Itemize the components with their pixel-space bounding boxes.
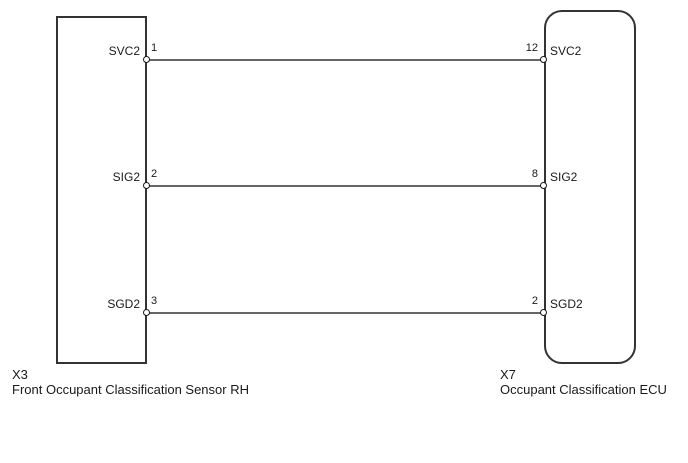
right-connector-caption: X7 Occupant Classification ECU	[500, 367, 667, 397]
left-connector-caption: X3 Front Occupant Classification Sensor …	[12, 367, 249, 397]
right-pin-signal-label: SIG2	[550, 170, 578, 184]
left-pin-terminal-dot	[143, 56, 150, 63]
right-pin-number: 12	[525, 42, 538, 54]
right-pin-number: 8	[531, 168, 538, 180]
left-pin-signal-label: SIG2	[112, 170, 140, 184]
right-pin-signal-label: SVC2	[550, 44, 582, 58]
left-connector-id: X3	[12, 367, 28, 382]
left-pin-terminal-dot	[143, 182, 150, 189]
left-connector-name: Front Occupant Classification Sensor RH	[12, 382, 249, 397]
right-pin-terminal-dot	[540, 309, 547, 316]
right-pin-number: 2	[531, 295, 538, 307]
left-pin-number: 1	[151, 42, 158, 54]
right-pin-signal-label: SGD2	[550, 297, 583, 311]
right-pin-terminal-dot	[540, 182, 547, 189]
left-pin-number: 3	[151, 295, 158, 307]
wire-line	[147, 312, 544, 314]
right-connector-name: Occupant Classification ECU	[500, 382, 667, 397]
connector-x3-outline	[56, 16, 147, 364]
left-pin-signal-label: SGD2	[107, 297, 140, 311]
left-pin-terminal-dot	[143, 309, 150, 316]
right-pin-terminal-dot	[540, 56, 547, 63]
wire-line	[147, 59, 544, 61]
left-pin-number: 2	[151, 168, 158, 180]
wire-line	[147, 185, 544, 187]
right-connector-id: X7	[500, 367, 516, 382]
left-pin-signal-label: SVC2	[108, 44, 140, 58]
